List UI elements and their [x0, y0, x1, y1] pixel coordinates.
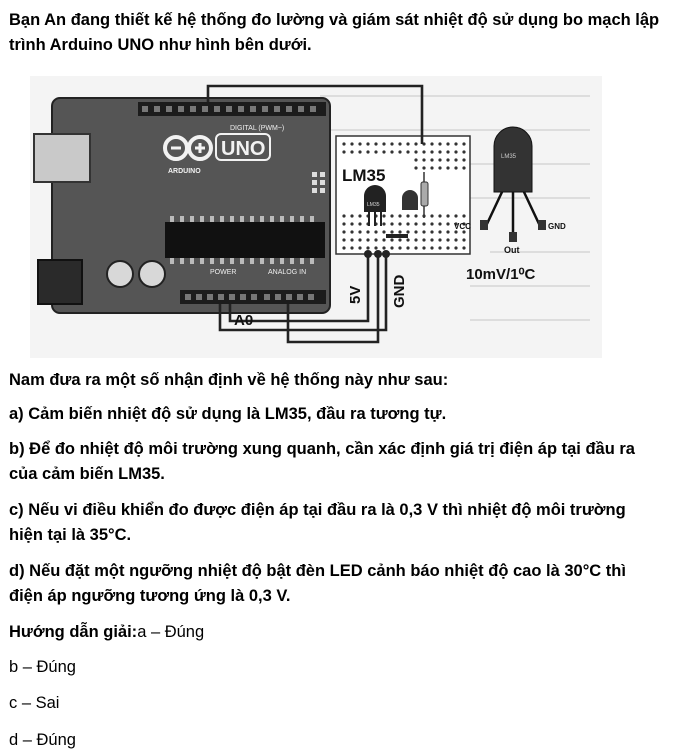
wire-5v-label: 5V	[347, 286, 364, 304]
scale-factor-label: 10mV/1⁰C	[466, 266, 536, 283]
statement-d-line1: d) Nếu đặt một ngưỡng nhiệt độ bật đèn L…	[9, 562, 626, 580]
statement-a: a) Cảm biến nhiệt độ sử dụng là LM35, đầ…	[9, 405, 447, 423]
led-component	[402, 190, 418, 210]
intro-text: Bạn An đang thiết kế hệ thống đo lường v…	[9, 11, 660, 54]
breadboard: LM35 LM35	[335, 135, 471, 255]
svg-text:LM35: LM35	[501, 154, 517, 160]
answer-c: c – Sai	[9, 694, 60, 712]
statements-intro: Nam đưa ra một số nhận định về hệ thống …	[9, 371, 449, 389]
statement-d-line2: điện áp ngưỡng tương ứng là 0,3 V.	[9, 587, 291, 605]
statement-b-line2: của cảm biến LM35.	[9, 465, 165, 483]
sensor-small-label: LM35	[367, 202, 380, 208]
answer-b: b – Đúng	[9, 658, 76, 676]
statement-b-line1: b) Để đo nhiệt độ môi trường xung quanh,…	[9, 440, 635, 458]
wire-gnd-label: GND	[391, 275, 408, 309]
pin-gnd-label: GND	[548, 222, 566, 231]
digital-header-label: DIGITAL (PWM~)	[230, 125, 284, 132]
analog-header-label: ANALOG IN	[268, 269, 306, 276]
pin-vcc-label: VCC	[454, 222, 471, 231]
sensor-label: LM35	[342, 166, 385, 185]
answer-a-line: Hướng dẫn giải:a – Đúng	[9, 620, 693, 645]
answer-a: a – Đúng	[137, 623, 205, 641]
lm35-pinout-diagram: LM35 VCC GND Out	[454, 126, 566, 255]
wire-a0-label: A0	[234, 312, 253, 329]
statement-c-line2: hiện tại là 35°C.	[9, 526, 132, 544]
power-header-label: POWER	[210, 269, 236, 276]
statement-c-line1: c) Nếu vi điều khiển đo được điện áp tại…	[9, 501, 626, 519]
resistor-component	[420, 181, 429, 207]
arduino-circuit-figure: DIGITAL (PWM~) UNO ARDUINO	[30, 76, 602, 358]
arduino-board: DIGITAL (PWM~) UNO ARDUINO	[33, 97, 331, 314]
answer-d: d – Đúng	[9, 731, 76, 749]
connection-wires	[206, 84, 424, 344]
board-model-label: UNO	[221, 138, 265, 160]
lm35-on-board	[364, 185, 386, 212]
answers-heading: Hướng dẫn giải:	[9, 623, 138, 641]
arduino-logo	[163, 135, 213, 161]
board-brand-label: ARDUINO	[168, 168, 201, 175]
pin-out-label: Out	[504, 245, 520, 255]
